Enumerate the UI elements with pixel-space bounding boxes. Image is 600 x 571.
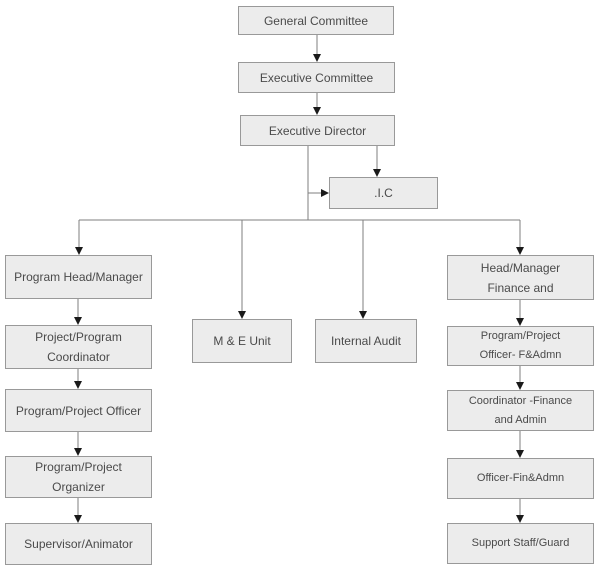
- node-executive-director: Executive Director: [240, 115, 395, 146]
- node-program-project-officer: Program/Project Officer: [5, 389, 152, 432]
- node-label: M & E Unit: [213, 334, 271, 348]
- node-label-line2: Officer- F&Admn: [479, 349, 562, 361]
- node-label: .I.C: [374, 186, 393, 200]
- node-program-project-organizer: Program/Project Organizer: [5, 456, 152, 498]
- node-label-line1: Head/Manager: [480, 260, 561, 275]
- node-label-line1: Program/Project: [480, 330, 561, 342]
- node-officer-fin-admn: Officer-Fin&Admn: [447, 458, 594, 499]
- node-internal-audit: Internal Audit: [315, 319, 417, 363]
- node-project-program-coordinator: Project/Program Coordinator: [5, 325, 152, 369]
- node-label: Program/Project Officer: [15, 403, 142, 418]
- node-label-line2: Organizer: [52, 480, 105, 494]
- node-program-head-manager: Program Head/Manager: [5, 255, 152, 299]
- node-label-line2: and Admin: [494, 413, 547, 426]
- node-head-manager-finance: Head/Manager Finance and: [447, 255, 594, 300]
- node-label: Executive Committee: [259, 70, 374, 85]
- node-program-project-officer-fadmn: Program/Project Officer- F&Admn: [447, 326, 594, 366]
- node-ic: .I.C: [329, 177, 438, 209]
- node-label: Program Head/Manager: [14, 270, 143, 284]
- node-label: Internal Audit: [330, 334, 402, 348]
- node-label: Support Staff/Guard: [471, 537, 570, 549]
- node-label: Executive Director: [268, 123, 367, 138]
- node-general-committee: General Committee: [238, 6, 394, 35]
- node-supervisor-animator: Supervisor/Animator: [5, 523, 152, 565]
- node-label: Supervisor/Animator: [24, 537, 133, 551]
- node-label-line2: Coordinator: [47, 350, 110, 364]
- node-coordinator-finance-admin: Coordinator -Finance and Admin: [447, 390, 594, 431]
- node-label-line1: Program/Project: [35, 460, 122, 474]
- node-support-staff-guard: Support Staff/Guard: [447, 523, 594, 564]
- node-label-line1: Coordinator -Finance: [468, 394, 573, 407]
- node-executive-committee: Executive Committee: [238, 62, 395, 93]
- node-me-unit: M & E Unit: [192, 319, 292, 363]
- node-label-line1: Project/Program: [35, 330, 122, 344]
- node-label: Officer-Fin&Admn: [476, 472, 565, 484]
- node-label: General Committee: [263, 13, 369, 28]
- node-label-line2: Finance and: [487, 280, 554, 295]
